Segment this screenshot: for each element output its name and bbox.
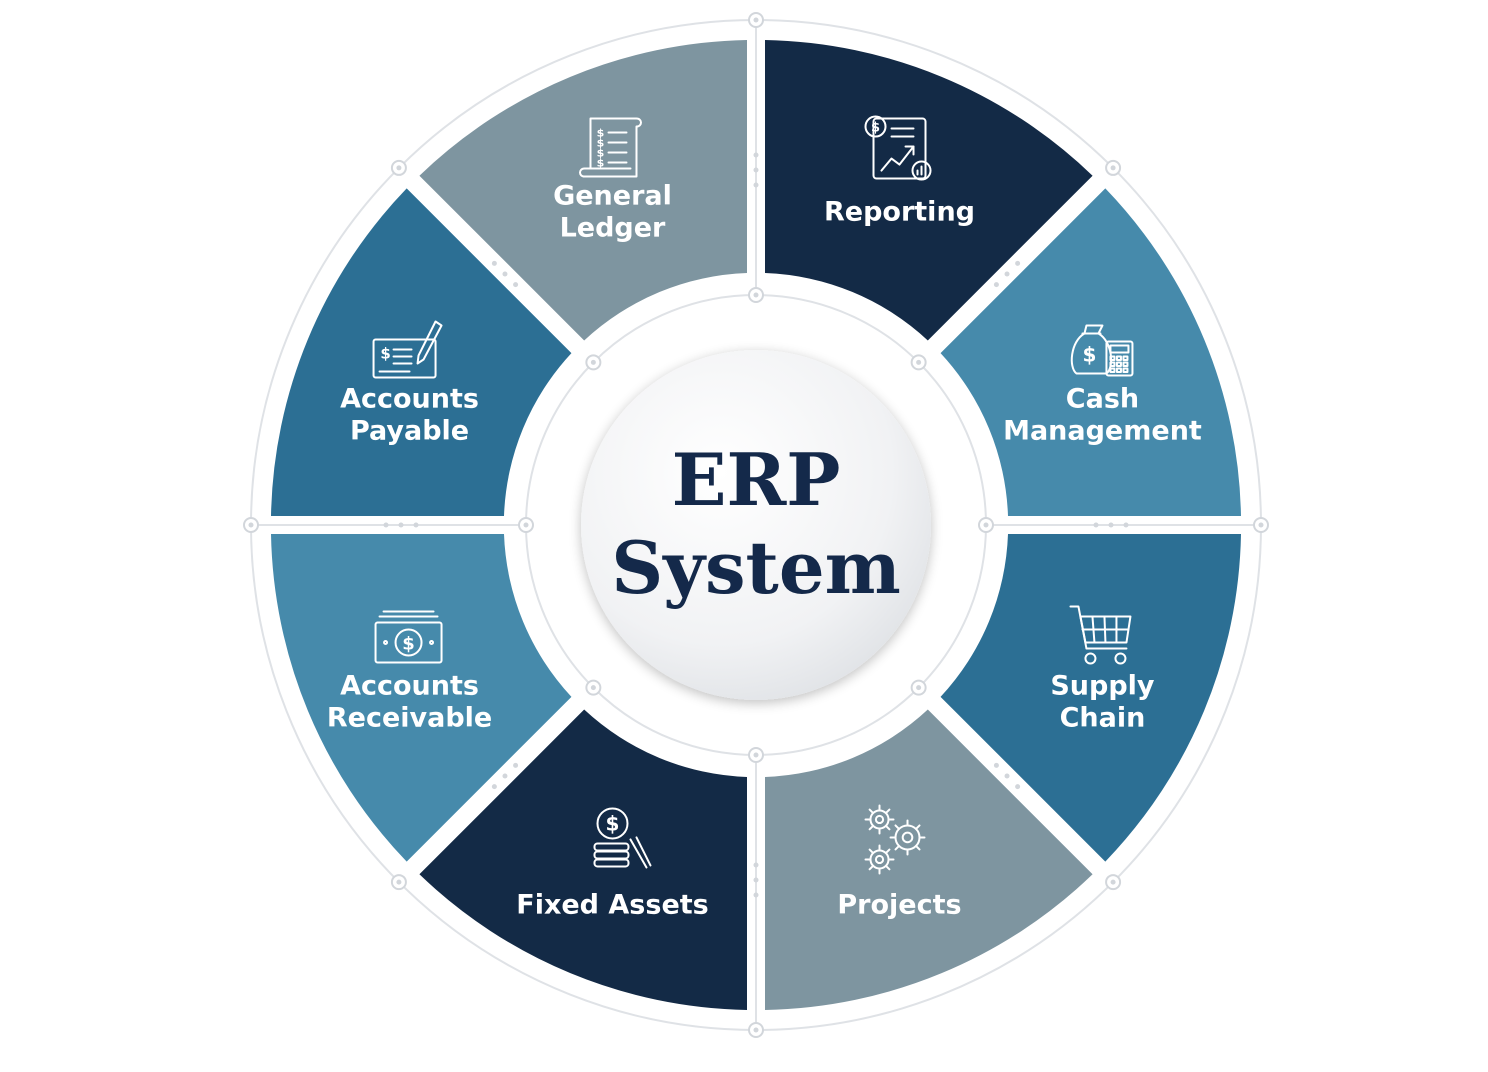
segment-shape <box>419 709 747 1010</box>
connector-node-dot <box>396 879 402 885</box>
segment-shape <box>940 188 1241 516</box>
segment-label-accounts-payable-line2: Payable <box>350 415 469 446</box>
segment-label-accounts-receivable-line1: Accounts <box>340 671 479 702</box>
svg-text:$: $ <box>402 634 415 655</box>
connector-node-dot <box>916 685 922 691</box>
divider-dot <box>993 762 999 768</box>
segment-label-projects-line1: Projects <box>837 889 961 920</box>
divider-dot <box>1004 271 1010 277</box>
report-chart-icon: $ <box>864 115 932 181</box>
hub-circle <box>581 350 931 700</box>
connector-node-dot <box>753 17 759 23</box>
cash-bill-icon: $ <box>374 610 443 664</box>
divider-dot <box>413 522 419 528</box>
connector-nodes <box>243 12 1269 1038</box>
divider-dot <box>1108 522 1114 528</box>
segment-shape <box>419 40 747 341</box>
divider-dot <box>513 762 519 768</box>
coin-stack-icon: $ <box>593 807 652 869</box>
segment-label-supply-chain-line2: Chain <box>1060 703 1146 734</box>
ledger-scroll-icon: $$$$ <box>579 117 642 178</box>
svg-text:$: $ <box>1082 342 1096 366</box>
connector-node-dot <box>753 752 759 758</box>
divider-dot <box>502 773 508 779</box>
segment-shape <box>765 709 1093 1010</box>
segment-label-cash-management-line2: Management <box>1003 415 1202 446</box>
divider-dot <box>753 167 759 173</box>
segment-label-general-ledger-line2: Ledger <box>560 213 666 244</box>
svg-text:$: $ <box>597 137 605 150</box>
connector-node-dot <box>248 522 254 528</box>
center-hub: ERP System <box>581 350 931 700</box>
divider-dot <box>513 282 519 288</box>
svg-text:$: $ <box>380 344 390 362</box>
divider-dot <box>1123 522 1129 528</box>
svg-text:$: $ <box>597 127 605 140</box>
connector-node-dot <box>1110 165 1116 171</box>
connector-node-dot <box>1258 522 1264 528</box>
segment-label-general-ledger-line1: General <box>553 181 672 212</box>
segment-shape <box>271 534 572 862</box>
divider-dot <box>398 522 404 528</box>
segment-shape <box>940 534 1241 862</box>
divider-dot <box>1015 784 1021 790</box>
segment-label-supply-chain-line1: Supply <box>1050 671 1155 702</box>
money-bag-calculator-icon: $ <box>1070 324 1134 377</box>
gears-icon <box>864 804 926 875</box>
center-title-line1: ERP <box>672 437 841 522</box>
divider-dot <box>1015 260 1021 266</box>
connector-node-dot <box>1110 879 1116 885</box>
segment-label-accounts-payable-line1: Accounts <box>340 383 479 414</box>
segment-label-reporting-line1: Reporting <box>824 197 975 228</box>
connector-node-dot <box>590 685 596 691</box>
segment-label-fixed-assets-line1: Fixed Assets <box>516 889 708 920</box>
connector-node-dot <box>753 292 759 298</box>
connector-node-dot <box>983 522 989 528</box>
divider-dot <box>1004 773 1010 779</box>
divider-dot <box>753 182 759 188</box>
divider-dot <box>491 260 497 266</box>
segments: $ Reporting $ CashManagementSupplyChainProj… <box>271 40 1241 1010</box>
connector-node-dot <box>590 359 596 365</box>
divider-dot <box>491 784 497 790</box>
shopping-cart-icon <box>1069 605 1132 665</box>
divider-dot <box>502 271 508 277</box>
segment-label-cash-management-line1: Cash <box>1066 383 1139 414</box>
segment-projects: Projects <box>765 709 1093 1010</box>
segment-fixed-assets: $ Fixed Assets <box>419 709 747 1010</box>
divider-dot <box>753 862 759 868</box>
connector-node-dot <box>916 359 922 365</box>
connector-node-dot <box>523 522 529 528</box>
svg-text:$: $ <box>606 811 620 835</box>
svg-text:$: $ <box>597 157 605 170</box>
divider-dot <box>753 877 759 883</box>
divider-dot <box>383 522 389 528</box>
segment-shape <box>765 40 1093 341</box>
svg-text:$: $ <box>871 121 880 136</box>
divider-dot <box>993 282 999 288</box>
connector-node-dot <box>753 1027 759 1033</box>
divider-dot <box>753 152 759 158</box>
segment-reporting: $ Reporting <box>765 40 1093 341</box>
connector-node-dot <box>396 165 402 171</box>
divider-dot <box>1093 522 1099 528</box>
divider-dot <box>753 892 759 898</box>
center-title-line2: System <box>611 525 901 610</box>
segment-label-accounts-receivable-line2: Receivable <box>327 703 492 734</box>
svg-text:$: $ <box>597 147 605 160</box>
cheque-pen-icon: $ <box>372 320 443 379</box>
